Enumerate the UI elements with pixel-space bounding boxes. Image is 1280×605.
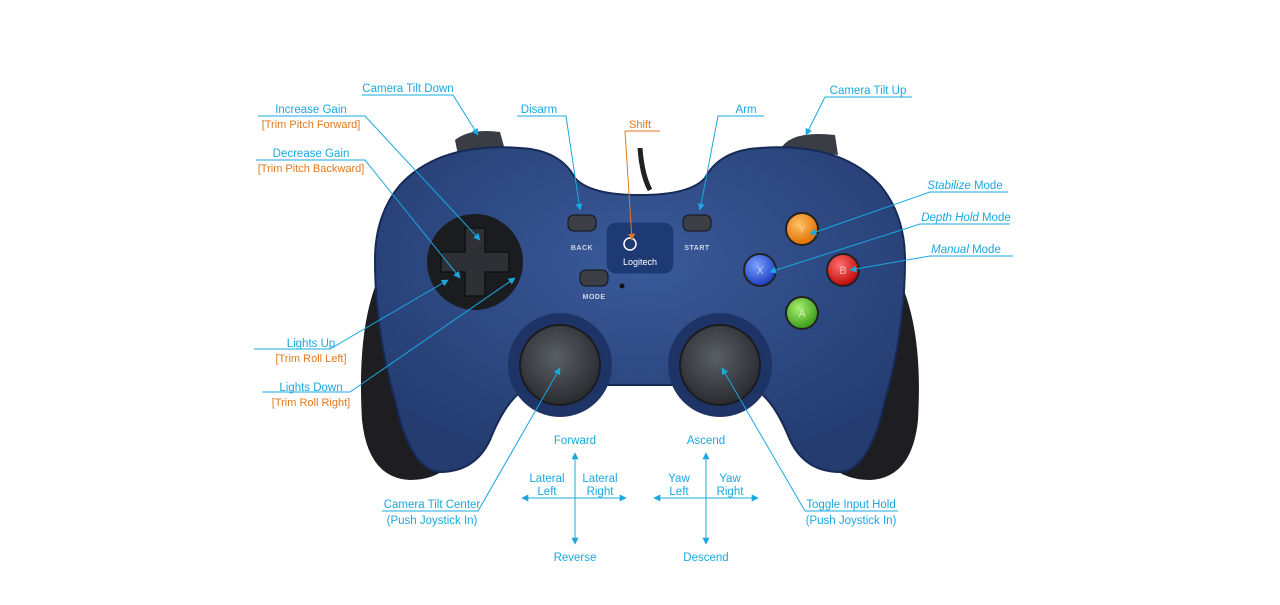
- label-trim-pitch-backward: [Trim Pitch Backward]: [258, 163, 365, 175]
- callout-lines: [254, 94, 1013, 512]
- label-yaw-left-2: Left: [669, 486, 689, 498]
- label-yaw-right-1: Yaw: [719, 473, 741, 485]
- label-lights-down: Lights Down: [279, 382, 342, 394]
- label-trim-pitch-forward: [Trim Pitch Forward]: [262, 119, 361, 131]
- label-lateral-left-2: Left: [537, 486, 557, 498]
- start-button[interactable]: [682, 214, 712, 232]
- cable: [637, 147, 653, 192]
- a-button-icon: A: [798, 308, 806, 320]
- label-lateral-right-1: Lateral: [582, 473, 617, 485]
- label-stabilize-mode: Stabilize Mode: [927, 180, 1002, 192]
- label-depth-hold-em: Depth Hold: [921, 212, 979, 224]
- label-reverse: Reverse: [554, 552, 597, 564]
- controller-shell: [373, 146, 907, 474]
- back-button-label: BACK: [571, 245, 593, 252]
- logo-plate: [605, 221, 675, 275]
- x-button-icon: X: [756, 265, 764, 277]
- y-button-icon: Y: [798, 224, 806, 236]
- y-button[interactable]: [785, 212, 819, 246]
- mode-button[interactable]: [579, 269, 609, 287]
- gamepad: Logitech BACK START MODE Y X B A: [360, 131, 919, 480]
- label-push-joystick-left: (Push Joystick In): [387, 515, 478, 527]
- labels: Camera Tilt Down Camera Tilt Up Increase…: [258, 83, 1011, 564]
- back-button[interactable]: [567, 214, 597, 232]
- label-stabilize-em: Stabilize: [927, 180, 970, 192]
- label-lateral-right-2: Right: [587, 486, 615, 498]
- label-manual-mode: Manual Mode: [931, 244, 1001, 256]
- label-disarm: Disarm: [521, 104, 557, 116]
- label-yaw-right-2: Right: [717, 486, 745, 498]
- label-forward: Forward: [554, 435, 596, 447]
- label-stabilize-rest: Mode: [971, 180, 1003, 192]
- dpad[interactable]: [440, 227, 510, 297]
- label-trim-roll-right: [Trim Roll Right]: [272, 397, 350, 409]
- label-descend: Descend: [683, 552, 728, 564]
- label-increase-gain: Increase Gain: [275, 104, 347, 116]
- label-manual-em: Manual: [931, 244, 969, 256]
- start-button-label: START: [684, 245, 710, 252]
- label-toggle-input-hold: Toggle Input Hold: [806, 499, 896, 511]
- left-stick-axes: [521, 452, 627, 545]
- label-arm: Arm: [735, 104, 756, 116]
- label-push-joystick-right: (Push Joystick In): [806, 515, 897, 527]
- mode-button-label: MODE: [583, 294, 606, 301]
- a-button[interactable]: [785, 296, 819, 330]
- label-yaw-left-1: Yaw: [668, 473, 690, 485]
- label-decrease-gain: Decrease Gain: [273, 148, 350, 160]
- label-shift: Shift: [629, 119, 651, 131]
- right-stick-axes: [653, 452, 759, 545]
- label-camera-tilt-up: Camera Tilt Up: [830, 85, 907, 97]
- b-button-icon: B: [839, 265, 846, 277]
- label-lateral-left-1: Lateral: [529, 473, 564, 485]
- label-depth-hold-mode: Depth Hold Mode: [921, 212, 1011, 224]
- b-button[interactable]: [826, 253, 860, 287]
- label-camera-tilt-center: Camera Tilt Center: [384, 499, 481, 511]
- label-ascend: Ascend: [687, 435, 725, 447]
- left-joystick[interactable]: [519, 324, 601, 406]
- label-trim-roll-left: [Trim Roll Left]: [275, 353, 346, 365]
- label-lights-up: Lights Up: [287, 338, 336, 350]
- mode-led: [619, 283, 625, 289]
- label-depth-hold-rest: Mode: [979, 212, 1011, 224]
- brand-label: Logitech: [623, 257, 657, 267]
- right-joystick[interactable]: [679, 324, 761, 406]
- label-manual-rest: Mode: [969, 244, 1001, 256]
- label-camera-tilt-down: Camera Tilt Down: [362, 83, 453, 95]
